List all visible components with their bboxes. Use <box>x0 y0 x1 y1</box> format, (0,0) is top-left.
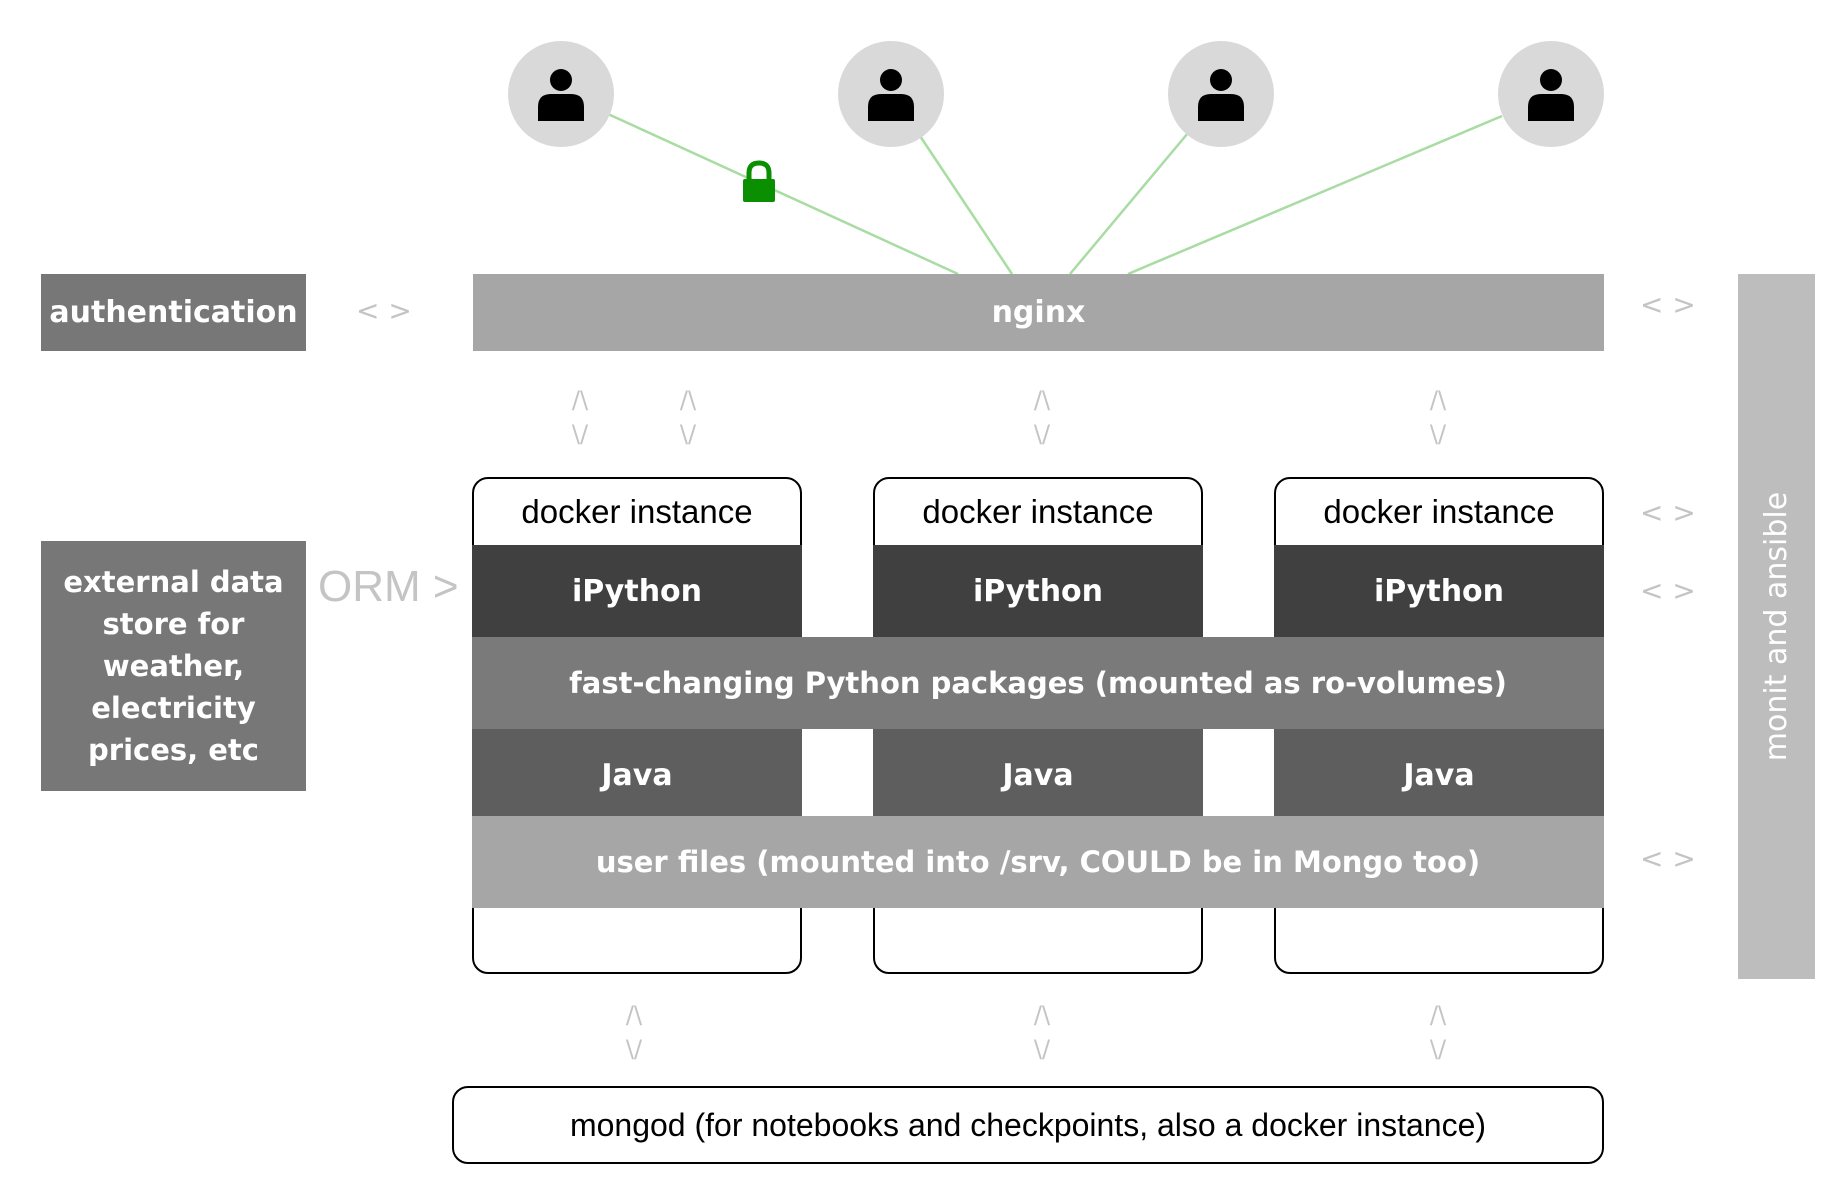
python-packages-bar: fast-changing Python packages (mounted a… <box>472 637 1604 729</box>
ipython-label: iPython <box>571 574 703 609</box>
ipython-layer: iPython <box>873 545 1203 638</box>
java-layer: Java <box>472 729 802 821</box>
java-layer: Java <box>1274 729 1604 821</box>
nginx-label: nginx <box>991 295 1086 330</box>
up-down-arrow: /\\/ <box>1429 386 1447 448</box>
connector-line <box>607 112 959 276</box>
connector-line <box>918 135 1014 275</box>
python-packages-label: fast-changing Python packages (mounted a… <box>569 666 1507 700</box>
docker-instance-title: docker instance <box>1323 493 1555 530</box>
ipython-layer: iPython <box>1274 545 1604 638</box>
left-right-arrow: < > <box>356 294 412 327</box>
ipython-layer: iPython <box>472 545 802 638</box>
up-down-arrow: /\\/ <box>1429 1001 1447 1063</box>
java-label: Java <box>1403 757 1475 793</box>
up-down-arrow: /\\/ <box>1033 1001 1051 1063</box>
up-down-arrow: /\\/ <box>625 1001 643 1063</box>
java-label: Java <box>1002 757 1074 793</box>
user-avatar <box>1168 41 1274 147</box>
user-icon <box>538 69 584 121</box>
mongod-box: mongod (for notebooks and checkpoints, a… <box>452 1086 1604 1164</box>
user-avatar <box>1498 41 1604 147</box>
user-avatar <box>508 41 614 147</box>
authentication-box: authentication <box>41 274 306 351</box>
up-down-arrow: /\\/ <box>679 386 697 448</box>
external-data-store-label: external data store for weather, electri… <box>63 565 284 767</box>
monit-ansible-label: monit and ansible <box>1759 491 1794 762</box>
java-layer: Java <box>873 729 1203 821</box>
user-files-bar: user files (mounted into /srv, COULD be … <box>472 816 1604 908</box>
java-label: Java <box>601 757 673 793</box>
monit-ansible-bar: monit and ansible <box>1738 274 1815 979</box>
mongod-label: mongod (for notebooks and checkpoints, a… <box>569 1106 1487 1143</box>
left-right-arrow: < > <box>1640 288 1696 321</box>
lock-icon <box>743 160 775 202</box>
docker-instance-title: docker instance <box>521 493 753 530</box>
up-down-arrow: /\\/ <box>1033 386 1051 448</box>
user-files-label: user files (mounted into /srv, COULD be … <box>595 845 1481 879</box>
left-right-arrow: < > <box>1640 574 1696 607</box>
external-data-store-box: external data store for weather, electri… <box>41 541 306 791</box>
user-avatar <box>838 41 944 147</box>
left-right-arrow: < > <box>1640 496 1696 529</box>
connector-line <box>1069 132 1189 275</box>
up-down-arrow: /\\/ <box>571 386 589 448</box>
user-icon <box>1528 69 1574 121</box>
nginx-bar: nginx <box>473 274 1604 351</box>
orm-label: ORM > <box>318 562 459 611</box>
connector-line <box>1127 114 1503 276</box>
user-icon <box>1198 69 1244 121</box>
docker-instance-title: docker instance <box>922 493 1154 530</box>
ipython-label: iPython <box>972 574 1104 609</box>
authentication-label: authentication <box>49 295 298 330</box>
left-right-arrow: < > <box>1640 842 1696 875</box>
ipython-label: iPython <box>1373 574 1505 609</box>
user-icon <box>868 69 914 121</box>
